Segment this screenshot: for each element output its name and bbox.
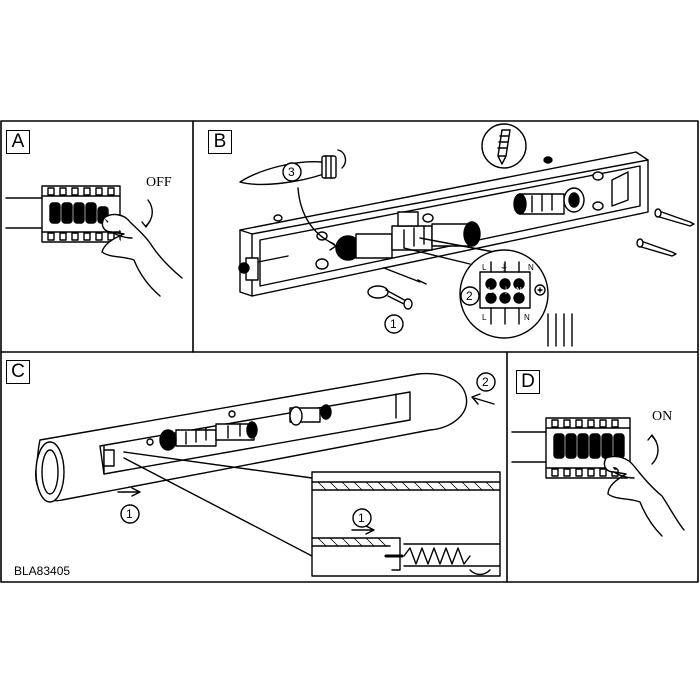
zoom-inset (311, 471, 501, 577)
panel-a-letter: A (6, 130, 30, 154)
off-label: OFF (146, 175, 172, 190)
panel-d-illustration (511, 417, 685, 537)
terminal-label-l-top: L (482, 263, 487, 272)
callout-c-inset-1: 1 (358, 511, 365, 525)
callout-c-1: 1 (126, 507, 133, 521)
arrow-2 (471, 393, 495, 405)
internal-parts (103, 404, 332, 467)
breaker-block (41, 185, 121, 243)
model-code: BLA83405 (14, 564, 70, 578)
callout-3: 3 (288, 165, 295, 179)
panel-frame (0, 120, 699, 583)
wall-plug-screw (367, 285, 413, 310)
arrow-1 (117, 487, 141, 497)
panel-c-letter: C (6, 360, 30, 384)
terminal-label-n-top: N (528, 263, 534, 272)
callout-2: 2 (466, 289, 473, 303)
terminal-label-earth-mid: ⏚ (502, 286, 510, 295)
callout-1: 1 (390, 317, 397, 331)
terminal-label-l-bottom: L (482, 313, 487, 322)
panel-b-illustration (238, 123, 695, 347)
breaker-levers-d (553, 433, 625, 459)
breaker-terminals-bottom (47, 232, 115, 241)
breaker-levers (49, 202, 109, 224)
breaker-block-d (545, 417, 631, 479)
hand (101, 213, 183, 297)
socket-left (335, 211, 481, 261)
callout-c-2: 2 (482, 375, 489, 389)
panel-a-illustration (5, 185, 183, 297)
terminal-label-n-bottom: N (524, 313, 530, 322)
terminal-label-l-mid: L (488, 286, 493, 295)
screw-thread (403, 547, 471, 565)
terminal-label-earth-top: ⏚ (500, 263, 508, 272)
panel-b-letter: B (208, 130, 232, 154)
right-screws (636, 208, 695, 257)
breaker-terminals-top (47, 187, 115, 196)
panel-d-letter: D (516, 370, 540, 394)
flame-bulb (239, 160, 325, 186)
on-label: ON (652, 409, 672, 424)
socket-right (513, 187, 585, 215)
hand-d (603, 455, 685, 537)
panel-c-illustration (35, 372, 501, 577)
terminal-label-n-mid: N (516, 286, 522, 295)
